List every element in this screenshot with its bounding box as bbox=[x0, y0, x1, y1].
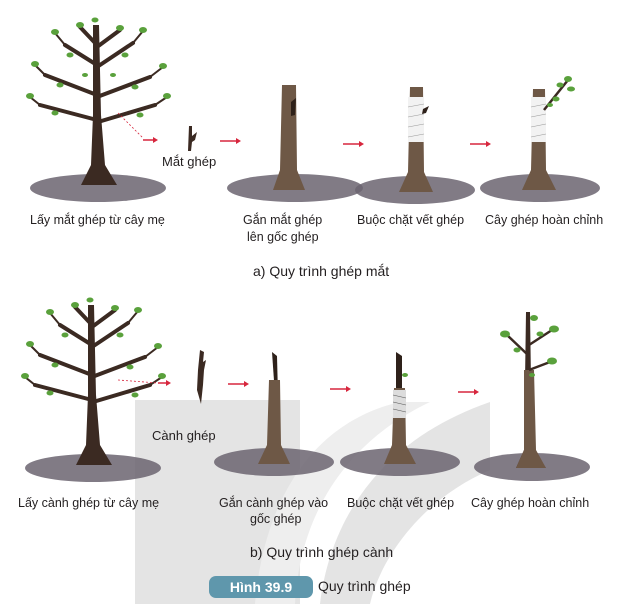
arrow-a-3 bbox=[470, 141, 491, 147]
panel-b-subtitle: b) Quy trình ghép cành bbox=[250, 544, 394, 560]
figure-number-badge: Hình 39.9 bbox=[209, 576, 313, 598]
scion-label-b: Cành ghép bbox=[152, 428, 216, 443]
step-b-4-label: Cây ghép hoàn chỉnh bbox=[471, 496, 590, 510]
step-a-4-label: Cây ghép hoàn chỉnh bbox=[485, 213, 604, 227]
bud-scion-illustration bbox=[188, 126, 197, 151]
panel-a-subtitle: a) Quy trình ghép mắt bbox=[253, 263, 390, 279]
branch-scion-illustration bbox=[197, 350, 206, 404]
arrow-b-1 bbox=[228, 381, 249, 387]
arrow-a-1 bbox=[220, 138, 241, 144]
step-b-2-label-line2: gốc ghép bbox=[250, 512, 302, 526]
step-a-2-label-line1: Gắn mắt ghép bbox=[243, 213, 323, 227]
step-a-2-label-line2: lên gốc ghép bbox=[247, 230, 319, 244]
arrow-a-2 bbox=[343, 141, 364, 147]
tied-graft-a bbox=[355, 87, 475, 204]
step-b-3-label: Buộc chặt vết ghép bbox=[347, 496, 455, 510]
rootstock-with-scion-b bbox=[214, 352, 334, 476]
step-b-2-label-line1: Gắn cành ghép vào bbox=[219, 496, 329, 510]
arrow-b-3 bbox=[458, 389, 479, 395]
figure-caption: Quy trình ghép bbox=[318, 578, 411, 594]
rootstock-with-bud-a bbox=[227, 85, 363, 202]
mother-tree-a-illustration bbox=[26, 17, 171, 202]
pointer-line-b bbox=[117, 379, 171, 386]
step-a-3-label: Buộc chặt vết ghép bbox=[357, 213, 465, 227]
step-a-1-label: Lấy mắt ghép từ cây mẹ bbox=[30, 213, 165, 227]
tied-graft-b bbox=[340, 352, 460, 476]
scion-label-a: Mắt ghép bbox=[162, 154, 217, 169]
complete-graft-a bbox=[480, 76, 600, 202]
arrow-b-2 bbox=[330, 386, 351, 392]
step-b-1-label: Lấy cành ghép từ cây mẹ bbox=[18, 496, 160, 510]
mother-tree-b-illustration bbox=[21, 297, 166, 482]
pointer-line-a bbox=[117, 112, 158, 143]
complete-graft-b bbox=[474, 312, 590, 481]
